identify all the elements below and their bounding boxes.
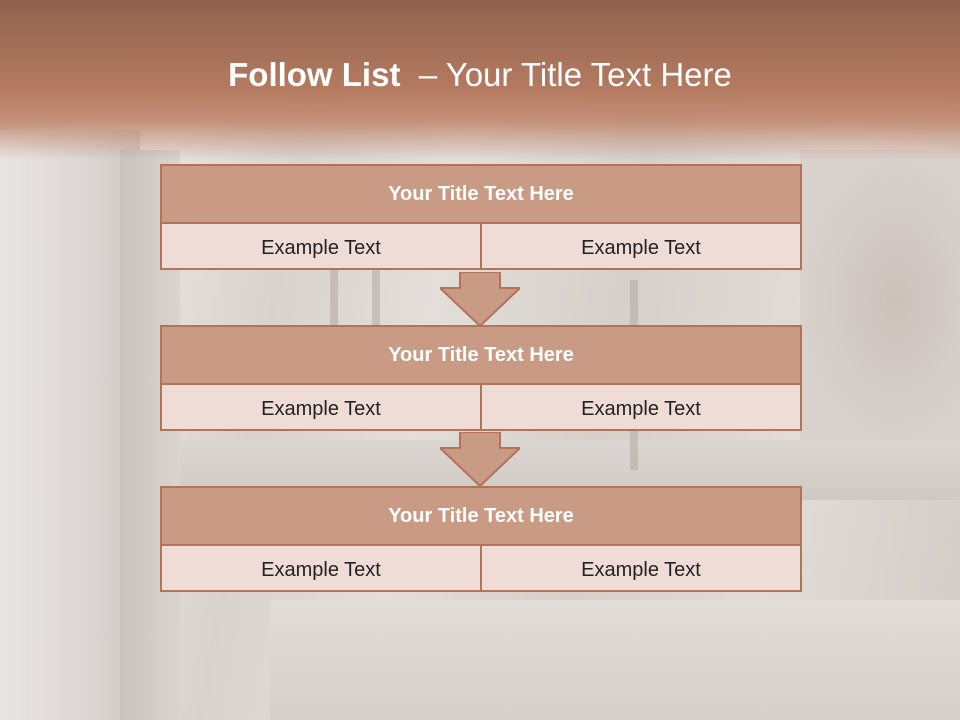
list-block-2: Your Title Text Here Example Text Exampl… [160, 325, 802, 431]
block-cell-right: Example Text [482, 383, 802, 431]
block-heading: Your Title Text Here [160, 486, 802, 546]
block-cell-right: Example Text [482, 222, 802, 270]
block-heading: Your Title Text Here [160, 325, 802, 385]
block-cell-right: Example Text [482, 544, 802, 592]
list-block-3: Your Title Text Here Example Text Exampl… [160, 486, 802, 592]
down-arrow-icon [440, 432, 520, 488]
background-photo-foliage [800, 150, 960, 450]
block-heading: Your Title Text Here [160, 164, 802, 224]
block-cell-left: Example Text [160, 544, 482, 592]
title-bold-part: Follow List [228, 56, 401, 93]
down-arrow-icon [440, 272, 520, 328]
title-rest-part: – Your Title Text Here [400, 56, 732, 93]
list-block-1: Your Title Text Here Example Text Exampl… [160, 164, 802, 270]
background-photo-wall [0, 130, 140, 720]
background-photo-block [270, 600, 960, 720]
block-row: Example Text Example Text [160, 544, 802, 592]
title-band [0, 0, 960, 160]
background-photo-rod [372, 270, 380, 330]
background-photo-rod [330, 270, 338, 330]
block-row: Example Text Example Text [160, 222, 802, 270]
block-cell-left: Example Text [160, 383, 482, 431]
block-cell-left: Example Text [160, 222, 482, 270]
slide-title: Follow List – Your Title Text Here [0, 56, 960, 94]
block-row: Example Text Example Text [160, 383, 802, 431]
